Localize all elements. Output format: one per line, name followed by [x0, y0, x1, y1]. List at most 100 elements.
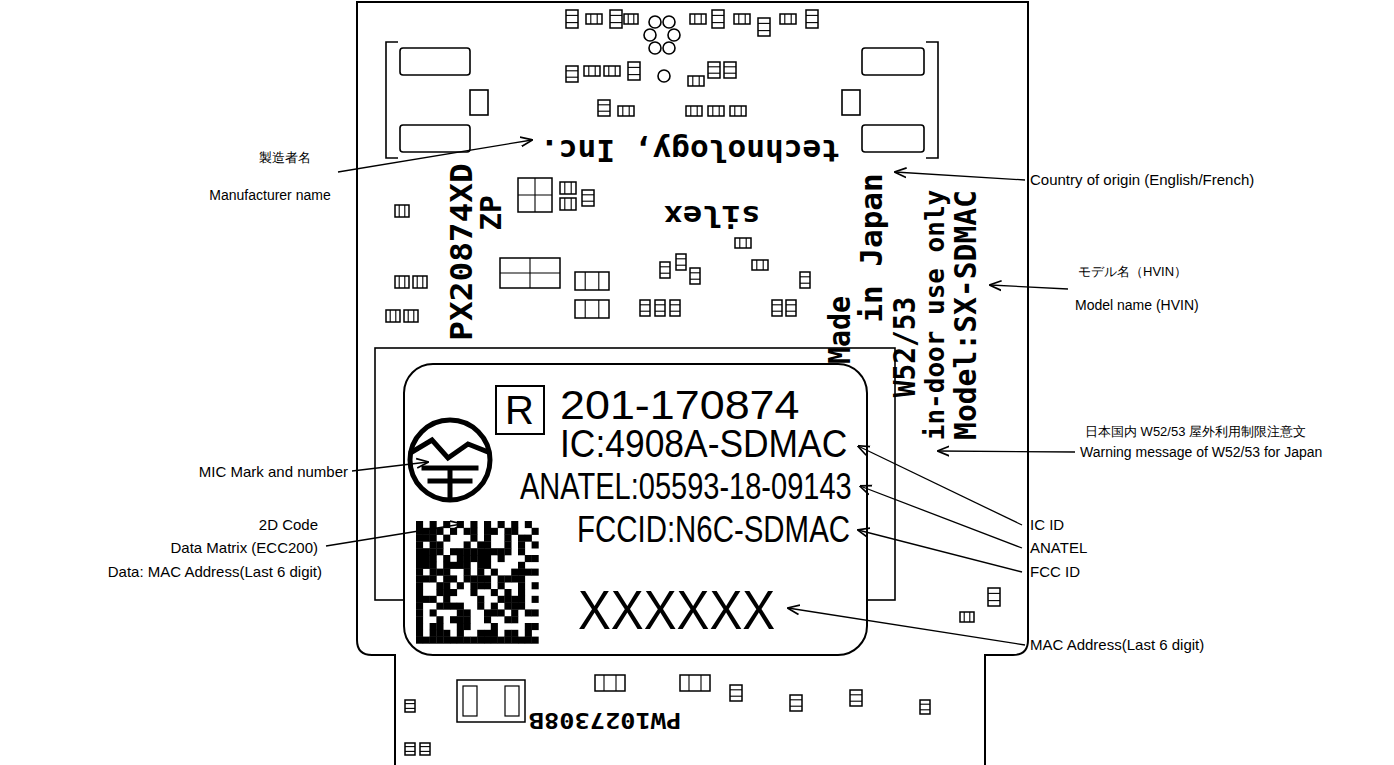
matrix-module [430, 548, 437, 555]
smd-component [724, 62, 736, 78]
matrix-module [477, 548, 484, 555]
component-body [690, 268, 700, 284]
component-body [660, 262, 670, 278]
matrix-module [511, 603, 518, 610]
component-body [680, 675, 710, 691]
component-body [786, 300, 796, 316]
leader-line [338, 140, 532, 172]
matrix-module [511, 521, 518, 528]
callout-label: モデル名（HVIN） [1078, 264, 1187, 280]
component-detail [628, 74, 640, 75]
manufacturer-silkscreen: technology, Inc. [540, 135, 840, 165]
matrix-module [491, 548, 498, 555]
component-body [772, 300, 782, 316]
component-detail [405, 751, 415, 752]
matrix-module [477, 630, 484, 637]
component-detail [404, 205, 405, 217]
matrix-module [436, 630, 443, 637]
matrix-module [518, 535, 525, 542]
matrix-module [416, 541, 423, 548]
component-detail [500, 272, 560, 273]
component-body [584, 66, 600, 76]
component-detail [566, 15, 578, 16]
matrix-module [518, 575, 525, 582]
matrix-module [532, 528, 539, 535]
component-detail [763, 260, 764, 270]
matrix-module [416, 575, 423, 582]
component-body [595, 675, 625, 691]
component-detail [712, 106, 713, 116]
smd-component [598, 100, 610, 116]
component-detail [571, 182, 572, 194]
matrix-module [436, 541, 443, 548]
matrix-module [416, 589, 423, 596]
component-detail [724, 73, 736, 74]
matrix-module [525, 630, 532, 637]
matrix-module [430, 575, 437, 582]
component-detail [595, 66, 596, 76]
matrix-module [491, 609, 498, 616]
component-pad [463, 686, 477, 716]
component-detail [417, 276, 418, 288]
matrix-module [518, 582, 525, 589]
component-detail [988, 593, 1000, 594]
component-body [560, 182, 576, 194]
matrix-module [470, 637, 477, 644]
matrix-module [470, 575, 477, 582]
matrix-module [416, 603, 423, 610]
smd-component [624, 14, 638, 24]
component-detail [628, 67, 640, 68]
component-detail [590, 14, 591, 24]
matrix-module [504, 548, 511, 555]
matrix-module [450, 528, 457, 535]
matrix-module [416, 535, 423, 542]
component-detail [598, 111, 610, 112]
matrix-module [464, 555, 471, 562]
smd-component [413, 276, 427, 288]
matrix-module [491, 637, 498, 644]
smd-component [800, 272, 810, 288]
component-body [655, 300, 665, 316]
matrix-module [450, 562, 457, 569]
leader-line [788, 608, 1025, 645]
matrix-module [511, 569, 518, 576]
component-detail [582, 194, 594, 195]
component-detail [405, 708, 415, 709]
matrix-module [464, 569, 471, 576]
matrix-module [511, 616, 518, 623]
matrix-module [518, 637, 525, 644]
matrix-module [470, 521, 477, 528]
component-detail [615, 675, 616, 691]
antenna-pad [400, 48, 470, 75]
component-body [724, 62, 736, 78]
matrix-module [498, 609, 505, 616]
smd-component [920, 700, 930, 714]
matrix-module [477, 603, 484, 610]
matrix-module [450, 548, 457, 555]
component-detail [399, 205, 400, 217]
component-body [800, 272, 810, 288]
antenna-pad-frame [926, 42, 938, 158]
matrix-module [477, 541, 484, 548]
smd-component [584, 66, 600, 76]
matrix-module [430, 630, 437, 637]
matrix-module [518, 562, 525, 569]
matrix-module [498, 548, 505, 555]
component-body [586, 14, 602, 24]
matrix-module [518, 541, 525, 548]
smd-component [655, 300, 665, 316]
smd-component [734, 14, 750, 24]
smd-component [708, 62, 720, 78]
mic-number: 201-170874 [560, 385, 799, 425]
component-detail [708, 66, 720, 67]
callout-label: ANATEL [1030, 539, 1087, 557]
component-detail [745, 14, 746, 24]
component-detail [670, 311, 680, 312]
component-detail [640, 304, 650, 305]
matrix-module [443, 575, 450, 582]
component-body [405, 743, 415, 755]
component-detail [420, 746, 430, 747]
matrix-module [484, 582, 491, 589]
component-detail [608, 66, 609, 76]
component-body [640, 300, 650, 316]
